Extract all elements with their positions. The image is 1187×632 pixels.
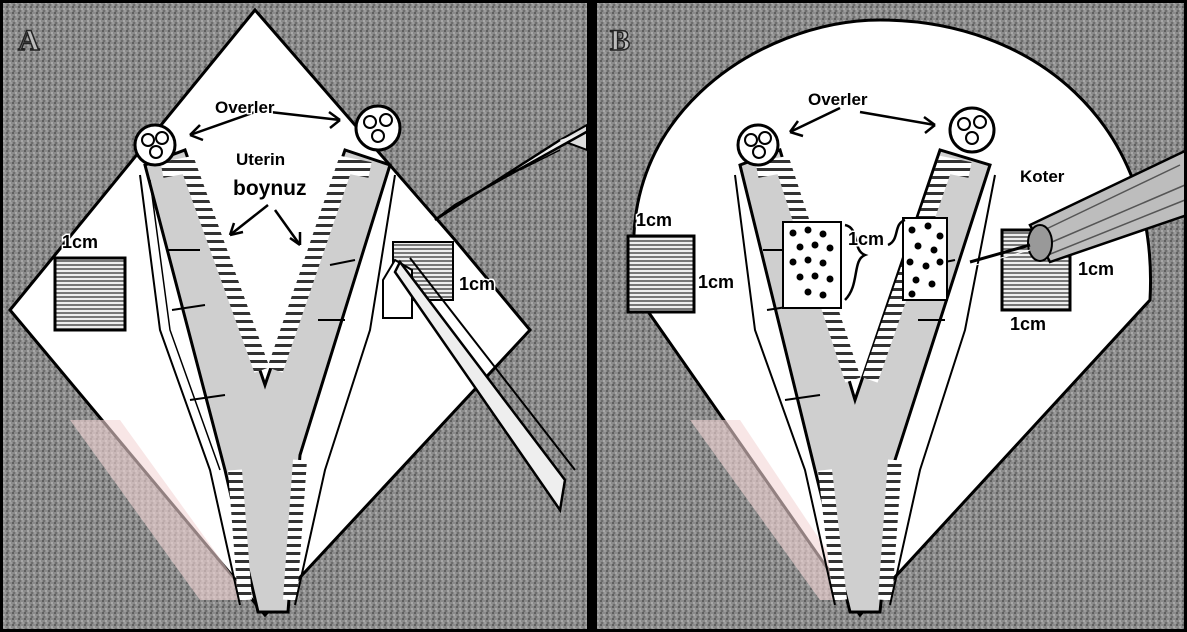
ovary-right-b (950, 108, 994, 152)
ovaries-label-a: Overler (215, 98, 275, 117)
left-square-top-label-b: 1cm (636, 210, 672, 230)
uterine-label-a: Uterin (236, 150, 285, 169)
panel-a: A Overler Uterin boynuz 1cm 1cm (0, 0, 590, 632)
cautery-patch-left (783, 222, 841, 308)
horn-label-a: boynuz (233, 177, 307, 200)
cautery-patch-right (903, 218, 947, 300)
right-square-label-a: 1cm (459, 274, 495, 294)
tissue-square-left (55, 258, 125, 330)
left-square-label-a: 1cm (62, 232, 98, 252)
left-square-side-label-b: 1cm (698, 272, 734, 292)
panel-divider (587, 0, 597, 632)
ovary-left-b (738, 125, 778, 165)
ovary-right-a (356, 106, 400, 150)
panel-b-letter: B (610, 24, 630, 57)
tissue-square-left-b (628, 236, 694, 312)
right-square-side-label-b: 1cm (1078, 259, 1114, 279)
panel-a-letter: A (18, 24, 40, 57)
right-square-bottom-label-b: 1cm (1010, 314, 1046, 334)
ovaries-label-b: Overler (808, 90, 868, 109)
panel-b: B Overler Koter 1cm 1cm 1cm 1cm 1cm (597, 0, 1187, 632)
horn-patch-label-b: 1cm (848, 229, 884, 249)
cautery-label: Koter (1020, 167, 1065, 186)
ovary-left-a (135, 125, 175, 165)
